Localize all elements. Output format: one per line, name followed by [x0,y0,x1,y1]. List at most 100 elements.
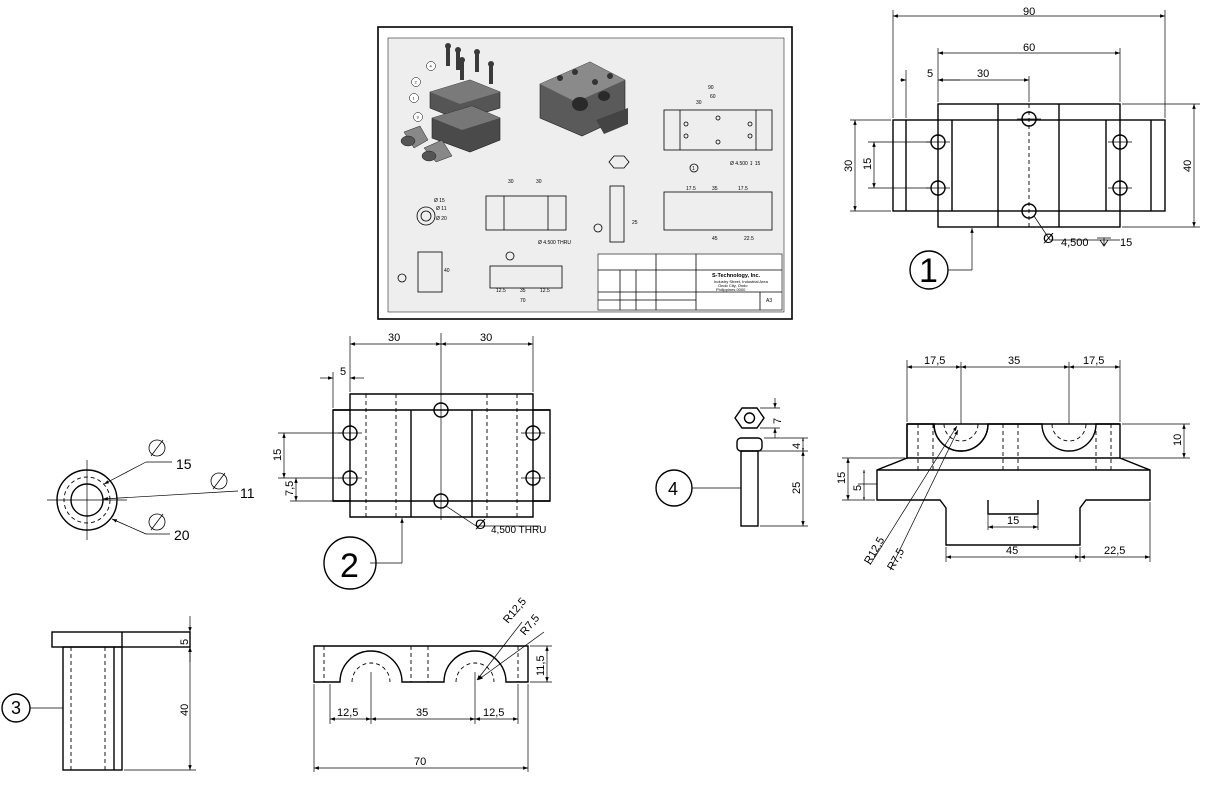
svg-text:4: 4 [430,64,433,69]
dim-25-v4: 25 [791,482,803,494]
svg-text:45: 45 [712,236,718,242]
dim-30-right: 30 [480,332,492,344]
thumbnail-view-1-labels: 90 60 30 Ø 4.500 ↧ 15 1 [692,85,761,172]
svg-text:Ø 15: Ø 15 [434,198,445,204]
svg-text:1: 1 [692,166,695,172]
dim-45: 45 [1006,545,1018,557]
dim-70-bottom: 70 [414,756,426,768]
depth-icon [1097,237,1111,247]
svg-text:17.5: 17.5 [738,186,748,192]
svg-text:12.5: 12.5 [540,288,550,294]
thumbnail-balloon-labels: 4 2 1 3 [413,64,433,120]
dim-22-5: 22,5 [1104,545,1125,557]
svg-text:40: 40 [444,268,450,274]
view-3-labels: 5 40 3 [11,639,191,718]
balloon-3-label: 3 [11,698,21,718]
view-4-screw [655,398,808,527]
dia-20: 20 [174,527,190,543]
dim-7-5-v2: 7,5 [284,481,296,496]
title-block-address-1: Industry Street, Industrial Area [714,279,769,284]
dim-30: 30 [977,68,989,80]
svg-text:Ø 20: Ø 20 [436,216,447,222]
balloon-2-label: 2 [340,547,359,585]
hole-dia-symbol: Ø [1043,230,1054,246]
dim-5-front: 5 [852,485,864,491]
dim-17-5-right: 17,5 [1083,355,1104,367]
bushing-end-view [47,439,239,540]
thumbnail-view-2-labels: 30 30 Ø 4.500 THRU Ø 15 Ø 11 Ø 20 17.5 35 17.… [434,179,754,304]
dim-17-5-left: 17,5 [924,355,945,367]
hole-dia-symbol-v2: Ø [475,516,486,532]
view-1-labels: 90 60 30 5 30 15 40 Ø 4,500 15 1 [843,6,1194,290]
dim-35-front: 35 [1008,355,1020,367]
front-view-labels: 17,5 35 17,5 10 15 5 15 45 22,5 R12,5 R7… [836,355,1184,573]
title-block: S-Technology, Inc. Industry Street, Indu… [597,253,783,311]
svg-text:30: 30 [536,179,542,185]
view-4-labels: 7 4 25 4 [668,418,803,499]
svg-text:17.5: 17.5 [686,186,696,192]
dim-5-v3: 5 [179,639,191,645]
svg-text:60: 60 [710,94,716,100]
title-block-address-2: Ondo City, Ondo [718,283,748,288]
dim-30-left: 30 [388,332,400,344]
svg-text:90: 90 [708,85,714,91]
dia-15: 15 [176,456,192,472]
balloon-4-label: 4 [668,479,678,499]
front-view-block [842,360,1190,571]
dim-7-v4: 7 [772,418,784,424]
svg-text:Ø 4.500 ↧ 15: Ø 4.500 ↧ 15 [730,161,761,167]
bottom-view-block [313,621,552,772]
hole-callout-v2: 4,500 THRU [491,525,546,536]
svg-text:35: 35 [712,186,718,192]
title-block-company: S-Technology, Inc. [712,273,761,279]
svg-text:Ø 11: Ø 11 [436,206,447,212]
dim-15-front-side: 15 [836,472,848,484]
hole-callout: 4,500 [1061,237,1089,249]
svg-text:1: 1 [413,96,416,101]
dim-35-bottom: 35 [416,707,428,719]
view-2-labels: 30 30 5 15 7,5 Ø 4,500 THRU 2 [272,332,546,585]
dim-11-5-bottom: 11,5 [535,655,547,676]
view-2-plate [278,333,551,590]
dim-height-15: 15 [862,158,874,170]
thumbnail-balloons [409,61,436,122]
exploded-assembly-image [400,43,501,163]
svg-text:Ø 4.500 THRU: Ø 4.500 THRU [538,240,571,246]
dim-15-slot: 15 [1007,515,1019,527]
dim-height-30: 30 [843,160,855,172]
hole-depth: 15 [1120,237,1132,249]
svg-text:12.5: 12.5 [496,288,506,294]
dim-10-front: 10 [1172,434,1184,446]
assembled-part-image [539,61,628,137]
thumbnail-view-1 [663,109,773,173]
dim-12-5-bottom-left: 12,5 [337,707,358,719]
svg-text:30: 30 [508,179,514,185]
view-1-top [850,10,1200,290]
dim-15-v2: 15 [272,449,284,461]
dim-12-5-bottom-right: 12,5 [483,707,504,719]
title-block-address-3: Philippines 0000 [716,287,746,292]
dim-60: 60 [1023,42,1035,54]
svg-text:30: 30 [696,100,702,106]
dim-5-v2: 5 [340,366,346,378]
radius-7-5-front: R7,5 [885,546,907,572]
radius-7-5-bottom: R7,5 [518,612,542,638]
view-3-bushing [1,616,196,771]
dim-90: 90 [1023,6,1035,18]
dim-40-v3: 40 [179,704,191,716]
svg-text:3: 3 [417,115,420,120]
dim-height-40: 40 [1182,160,1194,172]
svg-text:25: 25 [632,220,638,226]
dim-5: 5 [927,68,933,80]
svg-text:22.5: 22.5 [744,236,754,242]
dim-4-v4: 4 [791,443,803,449]
radius-12-5-front: R12,5 [862,535,887,566]
drawing-sheet-thumbnail: 4 2 1 3 90 60 30 Ø 4.500 ↧ 15 1 [377,26,793,320]
title-block-size: A3 [766,298,772,304]
bushing-end-view-labels: 15 11 20 [174,456,255,543]
thumbnail-view-2 [397,155,773,293]
svg-text:70: 70 [520,298,526,304]
svg-text:2: 2 [415,80,418,85]
svg-text:35: 35 [520,288,526,294]
